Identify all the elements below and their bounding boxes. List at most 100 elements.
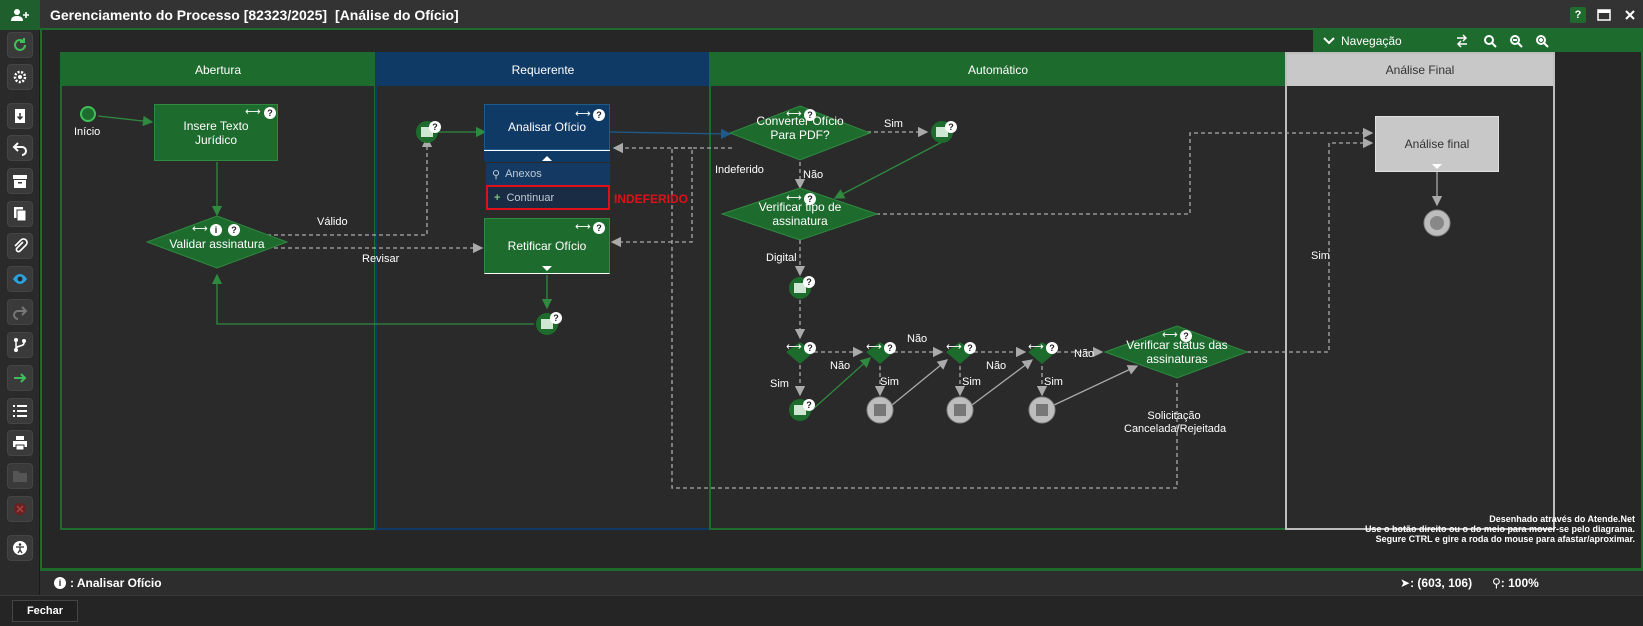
gear-icon[interactable] — [7, 64, 33, 90]
selected-node-status: i : Analisar Ofício — [54, 576, 162, 590]
collapse-toggle[interactable] — [484, 150, 610, 162]
task-analisar-oficio[interactable]: Analisar Ofício — [484, 104, 610, 150]
help-icon[interactable]: ? — [228, 224, 240, 236]
maximize-icon[interactable] — [1596, 7, 1612, 23]
move-icon[interactable]: ⟷ — [575, 108, 591, 120]
process-subtitle: [Análise do Ofício] — [335, 7, 459, 23]
selected-node-label: : Analisar Ofício — [70, 576, 162, 590]
undo-icon[interactable] — [7, 135, 33, 161]
help-icon[interactable]: ? — [804, 193, 816, 205]
move-icon[interactable]: ⟷ — [786, 108, 802, 120]
edge-label-nao-4: Não — [1074, 348, 1095, 360]
gateway-verificar-status[interactable] — [1103, 325, 1249, 379]
help-icon[interactable]: ? — [593, 109, 605, 121]
edge-label-sim-3: Sim — [962, 376, 981, 388]
zoom-in-icon[interactable] — [1535, 34, 1549, 48]
move-icon[interactable]: ⟷ — [866, 341, 882, 353]
gateway-validar-assinatura[interactable] — [145, 215, 289, 269]
list-icon[interactable] — [7, 398, 33, 424]
menu-continuar[interactable]: + Continuar — [486, 185, 610, 210]
cursor-icon: ➤ — [1400, 576, 1411, 590]
navigation-panel[interactable]: Navegação — [1313, 30, 1641, 52]
move-icon[interactable]: ⟷ — [1162, 329, 1178, 341]
indeferido-note: INDEFERIDO — [614, 192, 689, 206]
left-toolbar — [0, 0, 40, 595]
task-insere-texto[interactable]: Insere Texto Jurídico — [154, 104, 278, 161]
help-icon[interactable]: ? — [1180, 330, 1192, 342]
folder-icon[interactable] — [7, 463, 33, 489]
footer: Fechar — [0, 595, 1643, 626]
task-retificar-oficio[interactable]: Retificar Ofício — [484, 218, 610, 274]
help-icon[interactable]: ? — [964, 342, 976, 354]
process-title: Gerenciamento do Processo [82323/2025] — [50, 7, 328, 23]
refresh-icon[interactable] — [7, 32, 33, 58]
edge-label-sim-2: Sim — [880, 376, 899, 388]
move-icon[interactable]: ⟷ — [245, 106, 261, 118]
close-button[interactable]: Fechar — [12, 600, 78, 622]
move-icon[interactable]: ⟷ — [786, 192, 802, 204]
menu-continuar-label: Continuar — [506, 191, 555, 204]
help-icon[interactable]: ? — [945, 121, 957, 133]
credit-line-1: Desenhado através do Atende.Net — [1489, 514, 1635, 524]
archive-icon[interactable] — [7, 168, 33, 194]
lane-header-abertura: Abertura — [62, 54, 374, 86]
chevron-down-icon[interactable] — [1323, 37, 1335, 45]
close-icon[interactable] — [1622, 7, 1638, 23]
verificar-status-label: Verificar status das assinaturas — [1126, 338, 1228, 366]
help-icon[interactable]: ? — [803, 276, 815, 288]
move-icon[interactable]: ⟷ — [192, 223, 208, 235]
help-button[interactable]: ? — [1570, 7, 1586, 23]
title-bar: Gerenciamento do Processo [82323/2025] [A… — [40, 0, 1643, 30]
zoom-status: ⚲: 100% — [1492, 576, 1539, 590]
accessibility-icon[interactable] — [7, 535, 33, 561]
task-analise-final[interactable]: Análise final — [1375, 116, 1499, 172]
move-icon[interactable]: ⟷ — [1028, 341, 1044, 353]
edge-label-cancelled: Solicitação Cancelada/Rejeitada — [1124, 410, 1227, 435]
search-icon[interactable] — [1483, 34, 1497, 48]
cancel-icon[interactable] — [7, 496, 33, 522]
swap-icon[interactable] — [1455, 34, 1469, 48]
plus-icon: + — [494, 191, 501, 204]
user-icon[interactable] — [0, 0, 40, 30]
move-icon[interactable]: ⟷ — [946, 341, 962, 353]
menu-anexos[interactable]: ⚲ Anexos — [486, 163, 610, 185]
help-icon[interactable]: ? — [804, 342, 816, 354]
arrow-right-icon[interactable] — [7, 365, 33, 391]
branch-icon[interactable] — [7, 332, 33, 358]
attachment-icon[interactable] — [7, 233, 33, 259]
help-icon[interactable]: ? — [884, 342, 896, 354]
download-document-icon[interactable] — [7, 103, 33, 129]
task-insere-texto-label: Insere Texto Jurídico — [183, 118, 249, 147]
help-icon[interactable]: ? — [1046, 342, 1058, 354]
help-icon[interactable]: ? — [804, 109, 816, 121]
zoom-value: : 100% — [1500, 576, 1539, 590]
move-icon[interactable]: ⟷ — [786, 341, 802, 353]
zoom-out-icon[interactable] — [1509, 34, 1523, 48]
forward-icon[interactable] — [7, 299, 33, 325]
help-icon[interactable]: ? — [593, 222, 605, 234]
help-icon[interactable]: ? — [264, 107, 276, 119]
edge-label-digital: Digital — [766, 252, 797, 264]
edge-label-nao-3: Não — [986, 360, 1007, 372]
copy-icon[interactable] — [7, 201, 33, 227]
help-icon[interactable]: ? — [550, 312, 562, 324]
diagram-frame: Abertura Requerente Automático Análise F… — [40, 28, 1643, 570]
edge-label-sim-1: Sim — [770, 378, 789, 390]
edge-label-sim-pdf: Sim — [884, 118, 903, 130]
help-icon[interactable]: ? — [429, 121, 441, 133]
start-event[interactable] — [80, 106, 96, 122]
gateway-verificar-tipo[interactable] — [720, 187, 879, 241]
print-icon[interactable] — [7, 430, 33, 456]
edge-label-nao-pdf: Não — [803, 169, 824, 181]
magnifier-icon: ⚲ — [1492, 576, 1501, 590]
eye-icon[interactable] — [7, 266, 33, 292]
gateway-converter-pdf[interactable] — [728, 105, 872, 161]
diagram-canvas[interactable]: Abertura Requerente Automático Análise F… — [42, 30, 1641, 568]
expand-toggle[interactable] — [484, 262, 610, 274]
move-icon[interactable]: ⟷ — [575, 221, 591, 233]
status-bar: i : Analisar Ofício ➤: (603, 106) ⚲: 100… — [40, 570, 1643, 595]
credit-line-3: Segure CTRL e gire a roda do mouse para … — [1375, 534, 1635, 544]
info-icon[interactable]: i — [210, 224, 222, 236]
analise-final-toggle[interactable] — [1375, 160, 1499, 172]
help-icon[interactable]: ? — [803, 399, 815, 411]
